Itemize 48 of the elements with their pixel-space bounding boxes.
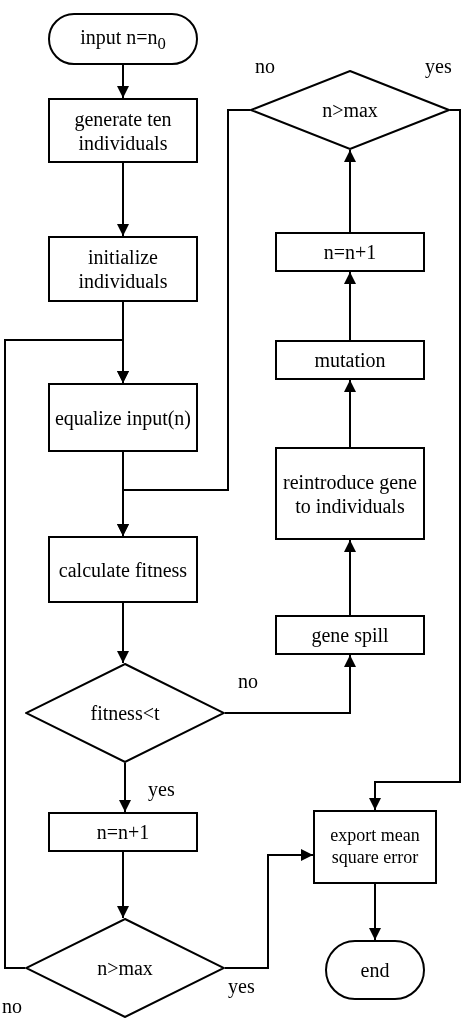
node-label: n>max: [96, 956, 154, 980]
edge-label: no: [255, 55, 275, 78]
arrow: [369, 109, 461, 811]
node-label: equalize input(n): [53, 405, 193, 430]
arrow: [117, 109, 251, 537]
arrow: [117, 162, 129, 237]
arrow: [4, 339, 129, 969]
arrow: [369, 883, 381, 941]
node-label: calculate fitness: [57, 557, 189, 582]
arrow: [119, 762, 131, 813]
arrow: [224, 654, 356, 714]
process-box: [275, 615, 425, 655]
process-box: [48, 812, 198, 852]
terminator-box: [325, 940, 425, 1000]
process-box: [48, 236, 198, 302]
edge-label: yes: [425, 55, 452, 78]
node-label: n=n+1: [95, 820, 151, 844]
arrow: [344, 271, 356, 341]
node-label: export mean square error: [329, 825, 421, 869]
process-box: [313, 810, 437, 884]
arrow: [344, 149, 356, 233]
edge-label: yes: [148, 778, 175, 801]
process-box: [48, 383, 198, 452]
node-label: n>max: [321, 98, 379, 122]
arrow: [117, 602, 129, 664]
node-label: fitness<t: [89, 701, 161, 725]
node-label: input n=n$_{0}$: [79, 24, 167, 54]
node-label: initialize individuals: [77, 245, 169, 293]
node-label: generate ten individuals: [73, 106, 173, 155]
edge-label: no: [2, 995, 22, 1018]
node-label: end: [359, 958, 391, 982]
process-box: [275, 232, 425, 272]
process-box: [275, 340, 425, 380]
terminator-box: [48, 13, 198, 65]
process-box: [48, 536, 198, 603]
node-label: mutation: [313, 348, 387, 372]
arrow: [117, 64, 129, 99]
process-box: [48, 98, 198, 163]
edge-label: no: [238, 670, 258, 693]
arrow: [344, 539, 356, 616]
node-label: gene spill: [310, 623, 390, 647]
node-label: reintroduce gene to individuals: [282, 469, 418, 518]
arrow: [344, 379, 356, 448]
arrow: [224, 849, 314, 969]
node-label: n=n+1: [322, 240, 378, 264]
edge-label: yes: [228, 975, 255, 998]
process-box: [275, 447, 425, 540]
arrow: [117, 851, 129, 919]
